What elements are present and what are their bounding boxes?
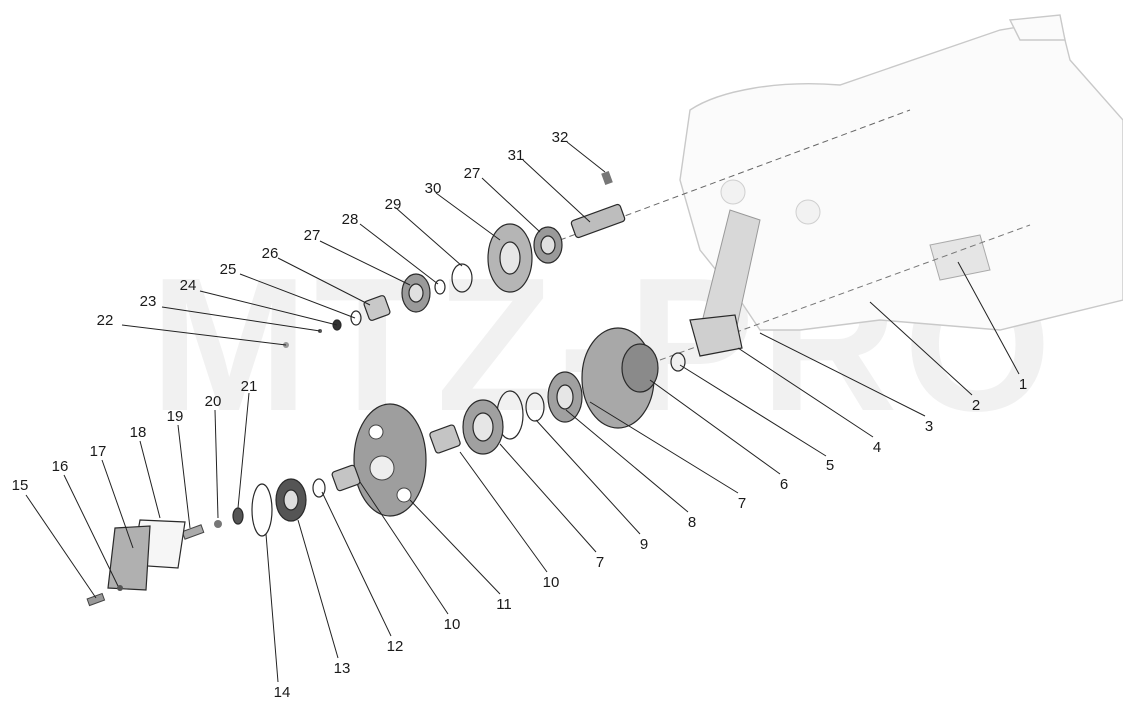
callout-label-18: 18 xyxy=(130,424,147,441)
callout-label-21: 21 xyxy=(241,378,258,395)
callout-label-7: 7 xyxy=(738,495,746,512)
callout-label-10: 10 xyxy=(444,616,461,633)
callout-label-10: 10 xyxy=(543,574,560,591)
callout-label-19: 19 xyxy=(167,408,184,425)
callout-label-8: 8 xyxy=(688,514,696,531)
callout-label-32: 32 xyxy=(552,129,569,146)
callout-label-31: 31 xyxy=(508,147,525,164)
callout-label-13: 13 xyxy=(334,660,351,677)
housing xyxy=(679,14,1123,336)
callout-label-29: 29 xyxy=(385,196,402,213)
callout-label-27: 27 xyxy=(304,227,321,244)
callout-label-28: 28 xyxy=(342,211,359,228)
callout-label-30: 30 xyxy=(425,180,442,197)
callout-labels: 1234567789101011121314151617181920212223… xyxy=(12,129,1028,701)
callout-label-4: 4 xyxy=(873,439,881,456)
callout-label-27: 27 xyxy=(464,165,481,182)
leader-lines xyxy=(25,141,1020,683)
callout-label-12: 12 xyxy=(387,638,404,655)
upper-parts xyxy=(283,170,626,348)
callout-label-2: 2 xyxy=(972,397,980,414)
callout-label-6: 6 xyxy=(780,476,788,493)
callout-label-17: 17 xyxy=(90,443,107,460)
callout-label-14: 14 xyxy=(274,684,291,701)
lower-parts xyxy=(86,314,743,607)
callout-label-23: 23 xyxy=(140,293,157,310)
callout-label-1: 1 xyxy=(1019,376,1027,393)
callout-label-15: 15 xyxy=(12,477,29,494)
callout-label-20: 20 xyxy=(205,393,222,410)
callout-label-9: 9 xyxy=(640,536,648,553)
callout-label-24: 24 xyxy=(180,277,197,294)
callout-label-7: 7 xyxy=(596,554,604,571)
callout-label-22: 22 xyxy=(97,312,114,329)
callout-label-25: 25 xyxy=(220,261,237,278)
callout-label-26: 26 xyxy=(262,245,279,262)
callout-label-11: 11 xyxy=(496,596,512,613)
callout-label-3: 3 xyxy=(925,418,933,435)
callout-label-16: 16 xyxy=(52,458,69,475)
callout-label-5: 5 xyxy=(826,457,834,474)
